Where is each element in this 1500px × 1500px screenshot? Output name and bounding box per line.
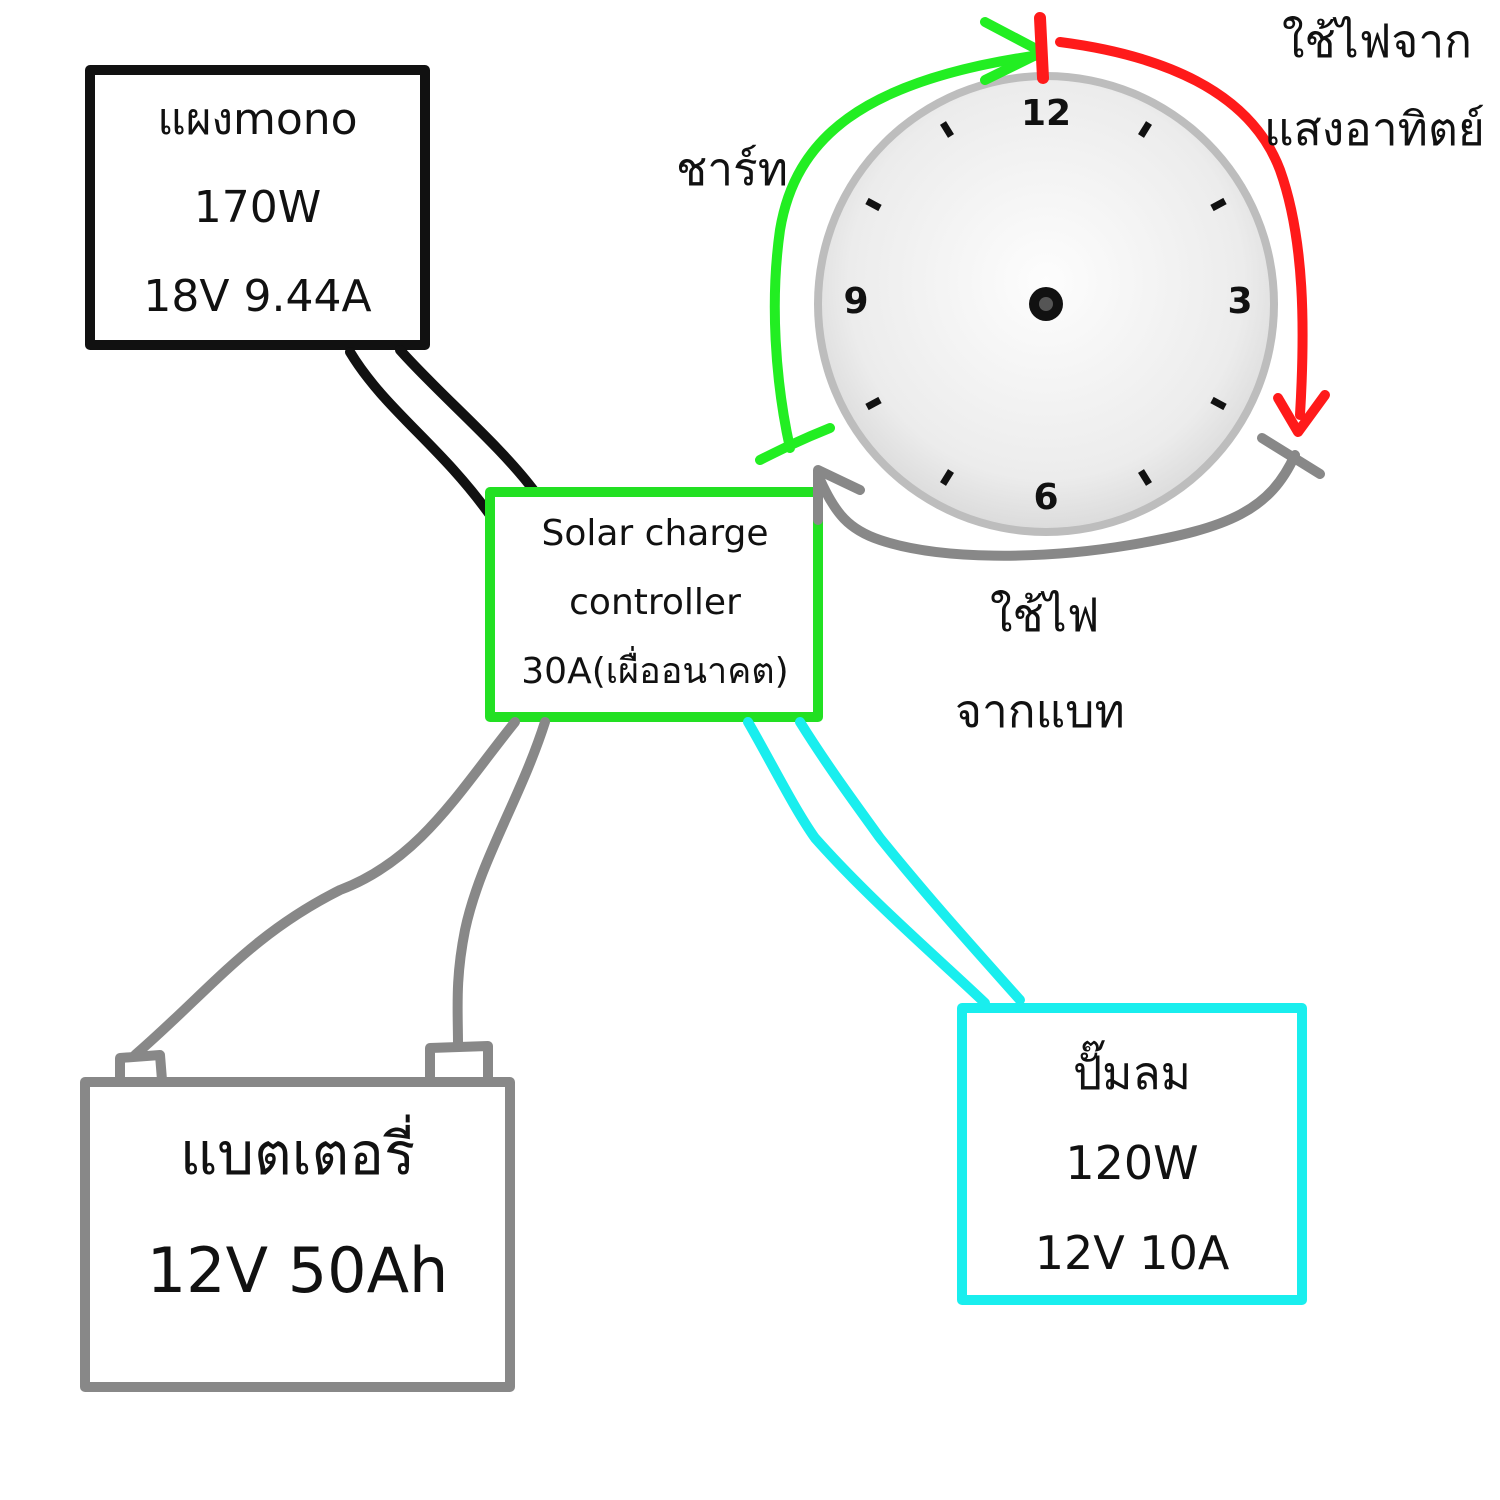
tick-11	[940, 121, 954, 138]
pump-name: ปั๊มลม	[1072, 1046, 1192, 1100]
controller-line-2: controller	[569, 582, 741, 623]
charge-arrowhead	[980, 17, 1047, 85]
battery-rating: 12V 50Ah	[146, 1234, 449, 1307]
charge-arc	[755, 50, 1045, 465]
noon-marker	[1034, 12, 1049, 84]
tick-4	[1210, 396, 1227, 411]
pump-wire-1	[743, 717, 990, 1008]
tick-8	[865, 396, 882, 411]
battery-use-arc	[813, 450, 1300, 561]
controller-box	[485, 487, 823, 722]
solar-use-note-2: แสงอาทิตย์	[1264, 102, 1485, 156]
clock-numeral-9: 9	[843, 281, 869, 322]
solar-arrowhead	[1273, 390, 1330, 437]
clock-ticks	[865, 121, 1227, 486]
panel-name: แผงmono	[157, 94, 358, 145]
panel-power: 170W	[193, 182, 322, 233]
clock-center-inner	[1039, 297, 1053, 311]
clock-numeral-6: 6	[1033, 477, 1059, 518]
tick-5	[1138, 469, 1152, 486]
battery-box	[80, 1077, 515, 1392]
battery-name: แบตเตอรี่	[179, 1120, 416, 1188]
battery-wire-1	[130, 717, 520, 1060]
pump-box	[957, 1003, 1307, 1305]
battery-terminal-neg	[115, 1050, 167, 1082]
clock-numeral-12: 12	[1020, 93, 1072, 134]
pump-rating: 12V 10A	[1034, 1226, 1230, 1280]
clock-numeral-3: 3	[1227, 281, 1253, 322]
tick-1	[1138, 121, 1152, 138]
pump-power: 120W	[1065, 1136, 1199, 1190]
panel-wire-2	[395, 345, 540, 497]
pump-wire-2	[795, 717, 1025, 1005]
controller-line-1: Solar charge	[541, 513, 769, 554]
battery-use-note-1: ใช้ไฟ	[990, 588, 1100, 642]
charge-note: ชาร์ท	[676, 142, 789, 196]
controller-line-3: 30A(เผื่ออนาคต)	[521, 651, 789, 692]
tick-10	[865, 197, 882, 212]
solar-use-note-1: ใช้ไฟจาก	[1282, 14, 1473, 68]
panel-wire-1	[345, 347, 495, 520]
solar-arc	[1055, 37, 1308, 420]
panel-rating: 18V 9.44A	[143, 271, 372, 322]
solar-panel-box	[85, 65, 430, 350]
battery-wire-2	[452, 717, 550, 1050]
battery-use-arrowhead	[813, 465, 865, 525]
tick-2	[1210, 197, 1227, 212]
tick-7	[940, 469, 954, 486]
battery-use-note-2: จากแบท	[955, 684, 1125, 738]
battery-terminal-pos	[425, 1041, 493, 1082]
